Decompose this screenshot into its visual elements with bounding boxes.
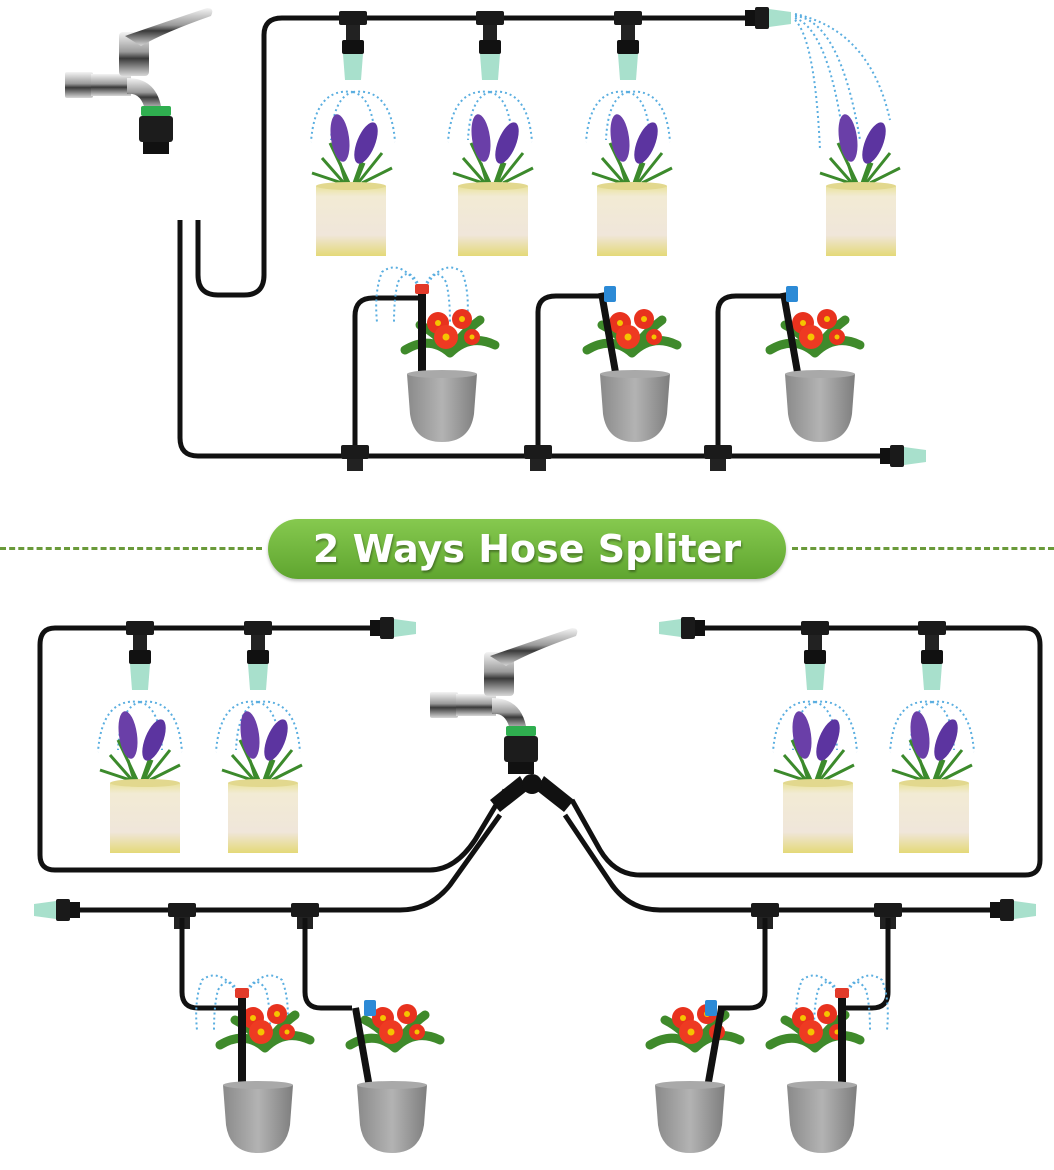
faucet-top [65,8,213,154]
end-spray-nozzle-top [745,7,791,29]
crocus-plant-2 [451,111,535,185]
cream-pot-4 [826,182,896,256]
spray-2 [447,90,533,143]
gray-pot-2 [600,370,670,442]
hose-left-outer [37,625,508,873]
end-nozzle-lower-top [880,445,926,467]
y-splitter [490,776,574,812]
crocus-plant-1 [310,111,394,185]
cream-pot-3 [597,182,667,256]
end-spray-water [794,13,891,151]
end-nozzle-br [659,617,705,639]
cream-pot-1 [316,182,386,256]
hose-left-inner [80,813,503,913]
divider-left [0,547,262,550]
banner-title: 2 Ways Hose Spliter [312,527,742,571]
cream-pot-2 [458,182,528,256]
hanging-nozzle-2 [476,11,504,80]
crocus-plant-4 [818,111,902,185]
primrose-2 [587,309,677,353]
hanging-nozzle-3 [614,11,642,80]
end-nozzle-r [990,899,1036,921]
gray-pot-1 [407,370,477,442]
hose-upper-loop [195,15,745,298]
section-banner: 2 Ways Hose Spliter [268,519,786,579]
gray-pot-3 [785,370,855,442]
red-dripper [415,284,429,294]
divider-right [792,547,1054,550]
blue-dripper [786,286,798,302]
faucet-bottom [430,628,578,774]
top-section [65,7,926,471]
hanging-nozzle-1 [339,11,367,80]
hose-lower-line [177,220,880,459]
primrose-3 [770,309,860,353]
hose-right-inner [562,813,990,913]
crocus-plant-3 [590,111,674,185]
blue-dripper [604,286,616,302]
end-nozzle-l [34,899,80,921]
hose-right-outer [569,625,1043,878]
bottom-section [34,617,1043,1153]
end-nozzle-bl [370,617,416,639]
spray-1 [310,90,396,143]
